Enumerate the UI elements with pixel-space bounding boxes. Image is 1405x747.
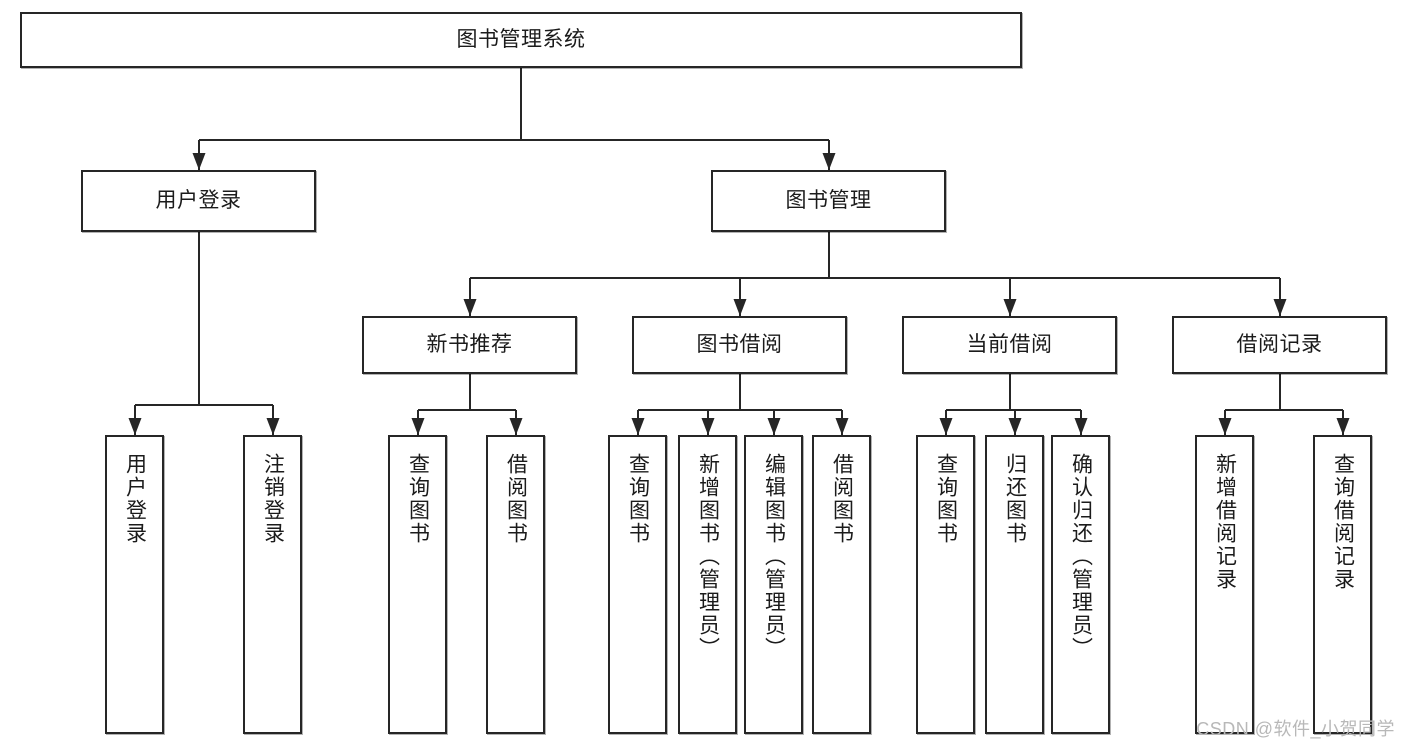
node-label: 新增借阅记录 — [1213, 453, 1237, 591]
node-label: 查询图书 — [934, 453, 958, 545]
node-label: 图书借阅 — [696, 332, 783, 356]
node-l-cu-query[interactable]: 查询图书 — [916, 435, 975, 734]
arrowhead-icon — [1074, 418, 1088, 435]
node-label: 图书管理系统 — [456, 27, 586, 51]
node-l-logout[interactable]: 注销登录 — [243, 435, 302, 734]
node-label: 当前借阅 — [966, 332, 1053, 356]
node-l-bk-add[interactable]: 新增图书（管理员） — [678, 435, 737, 734]
node-label: 借阅图书 — [504, 453, 528, 545]
arrowhead-icon — [266, 418, 280, 435]
node-l-cu-conf[interactable]: 确认归还（管理员） — [1051, 435, 1110, 734]
arrowhead-icon — [767, 418, 781, 435]
node-l-nb-query[interactable]: 查询图书 — [388, 435, 447, 734]
node-l-bk-query[interactable]: 查询图书 — [608, 435, 667, 734]
arrowhead-icon — [1003, 299, 1017, 316]
node-bookmgmt[interactable]: 图书管理 — [711, 170, 946, 232]
node-current[interactable]: 当前借阅 — [902, 316, 1117, 374]
arrowhead-icon — [509, 418, 523, 435]
node-l-bk-borrow[interactable]: 借阅图书 — [812, 435, 871, 734]
node-l-nb-borrow[interactable]: 借阅图书 — [486, 435, 545, 734]
arrowhead-icon — [939, 418, 953, 435]
node-label: 借阅图书 — [830, 453, 854, 545]
arrowhead-icon — [835, 418, 849, 435]
arrowhead-icon — [463, 299, 477, 316]
node-label: 用户登录 — [155, 188, 242, 212]
node-l-login[interactable]: 用户登录 — [105, 435, 164, 734]
node-label: 新增图书（管理员） — [696, 453, 720, 660]
arrowhead-icon — [733, 299, 747, 316]
node-label: 图书管理 — [785, 188, 872, 212]
node-label: 查询图书 — [626, 453, 650, 545]
node-label: 用户登录 — [123, 453, 147, 545]
arrowhead-icon — [411, 418, 425, 435]
arrowhead-icon — [1273, 299, 1287, 316]
node-root[interactable]: 图书管理系统 — [20, 12, 1022, 68]
node-label: 查询借阅记录 — [1331, 453, 1355, 591]
arrowhead-icon — [701, 418, 715, 435]
arrowhead-icon — [631, 418, 645, 435]
node-records[interactable]: 借阅记录 — [1172, 316, 1387, 374]
arrowhead-icon — [822, 153, 836, 170]
node-label: 查询图书 — [406, 453, 430, 545]
node-newbook[interactable]: 新书推荐 — [362, 316, 577, 374]
node-label: 确认归还（管理员） — [1069, 453, 1093, 660]
node-l-rc-query[interactable]: 查询借阅记录 — [1313, 435, 1372, 734]
node-label: 编辑图书（管理员） — [762, 453, 786, 660]
node-label: 借阅记录 — [1236, 332, 1323, 356]
arrowhead-icon — [1008, 418, 1022, 435]
arrowhead-icon — [1218, 418, 1232, 435]
node-label: 归还图书 — [1003, 453, 1027, 545]
node-login[interactable]: 用户登录 — [81, 170, 316, 232]
watermark: CSDN @软件_小贺同学 — [1196, 719, 1395, 739]
arrowhead-icon — [192, 153, 206, 170]
node-l-cu-return[interactable]: 归还图书 — [985, 435, 1044, 734]
node-label: 注销登录 — [261, 453, 285, 545]
arrowhead-icon — [1336, 418, 1350, 435]
node-borrow[interactable]: 图书借阅 — [632, 316, 847, 374]
node-l-bk-edit[interactable]: 编辑图书（管理员） — [744, 435, 803, 734]
node-label: 新书推荐 — [426, 332, 513, 356]
arrowhead-icon — [128, 418, 142, 435]
node-l-rc-add[interactable]: 新增借阅记录 — [1195, 435, 1254, 734]
